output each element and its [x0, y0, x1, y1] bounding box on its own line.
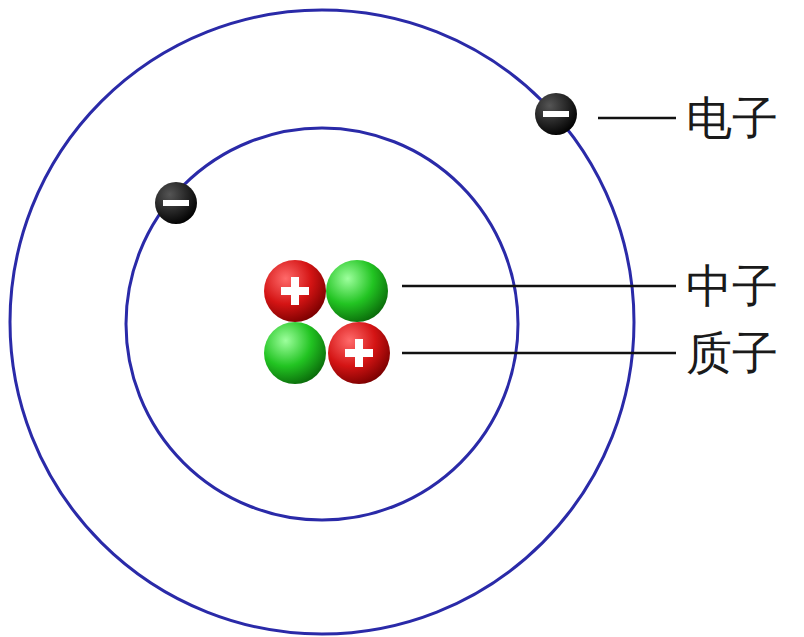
part-label: 中子: [684, 261, 780, 312]
part-label: 质子: [684, 328, 780, 379]
leader-line: [402, 285, 676, 288]
inner-orbit: [126, 128, 518, 520]
outer-orbit: [10, 10, 634, 634]
electron: [155, 182, 197, 224]
neutron: [326, 260, 388, 322]
leader-line: [598, 117, 676, 120]
part-label: 电子: [684, 93, 780, 144]
neutron: [264, 322, 326, 384]
proton: [328, 322, 390, 384]
leader-line: [402, 352, 676, 355]
proton: [264, 260, 326, 322]
electron: [535, 93, 577, 135]
